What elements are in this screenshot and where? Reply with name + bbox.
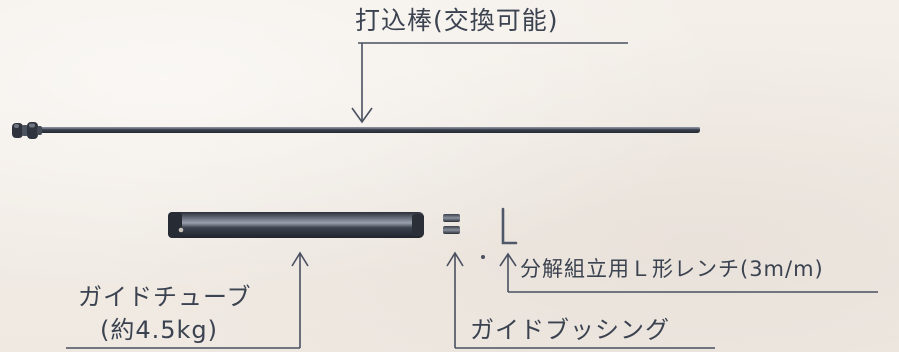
l-wrench [501, 207, 518, 245]
guide-bushing-leader [446, 251, 715, 349]
wrench-label: 分解組立用Ｌ形レンチ(3m/m) [520, 257, 824, 281]
wrench-leader [499, 252, 878, 293]
drive-rod-leader [351, 42, 628, 124]
guide-tube-weight-label: (約4.5kg) [100, 316, 219, 344]
guide-bushing-label: ガイドブッシング [470, 316, 670, 344]
stray-dot [481, 255, 485, 259]
drive-rod [12, 122, 700, 139]
guide-tube-label: ガイドチューブ [78, 283, 252, 311]
guide-tube-leader [66, 251, 309, 349]
guide-bushing [443, 214, 460, 234]
guide-tube [168, 212, 424, 238]
drive-rod-label: 打込棒(交換可能) [355, 6, 559, 35]
